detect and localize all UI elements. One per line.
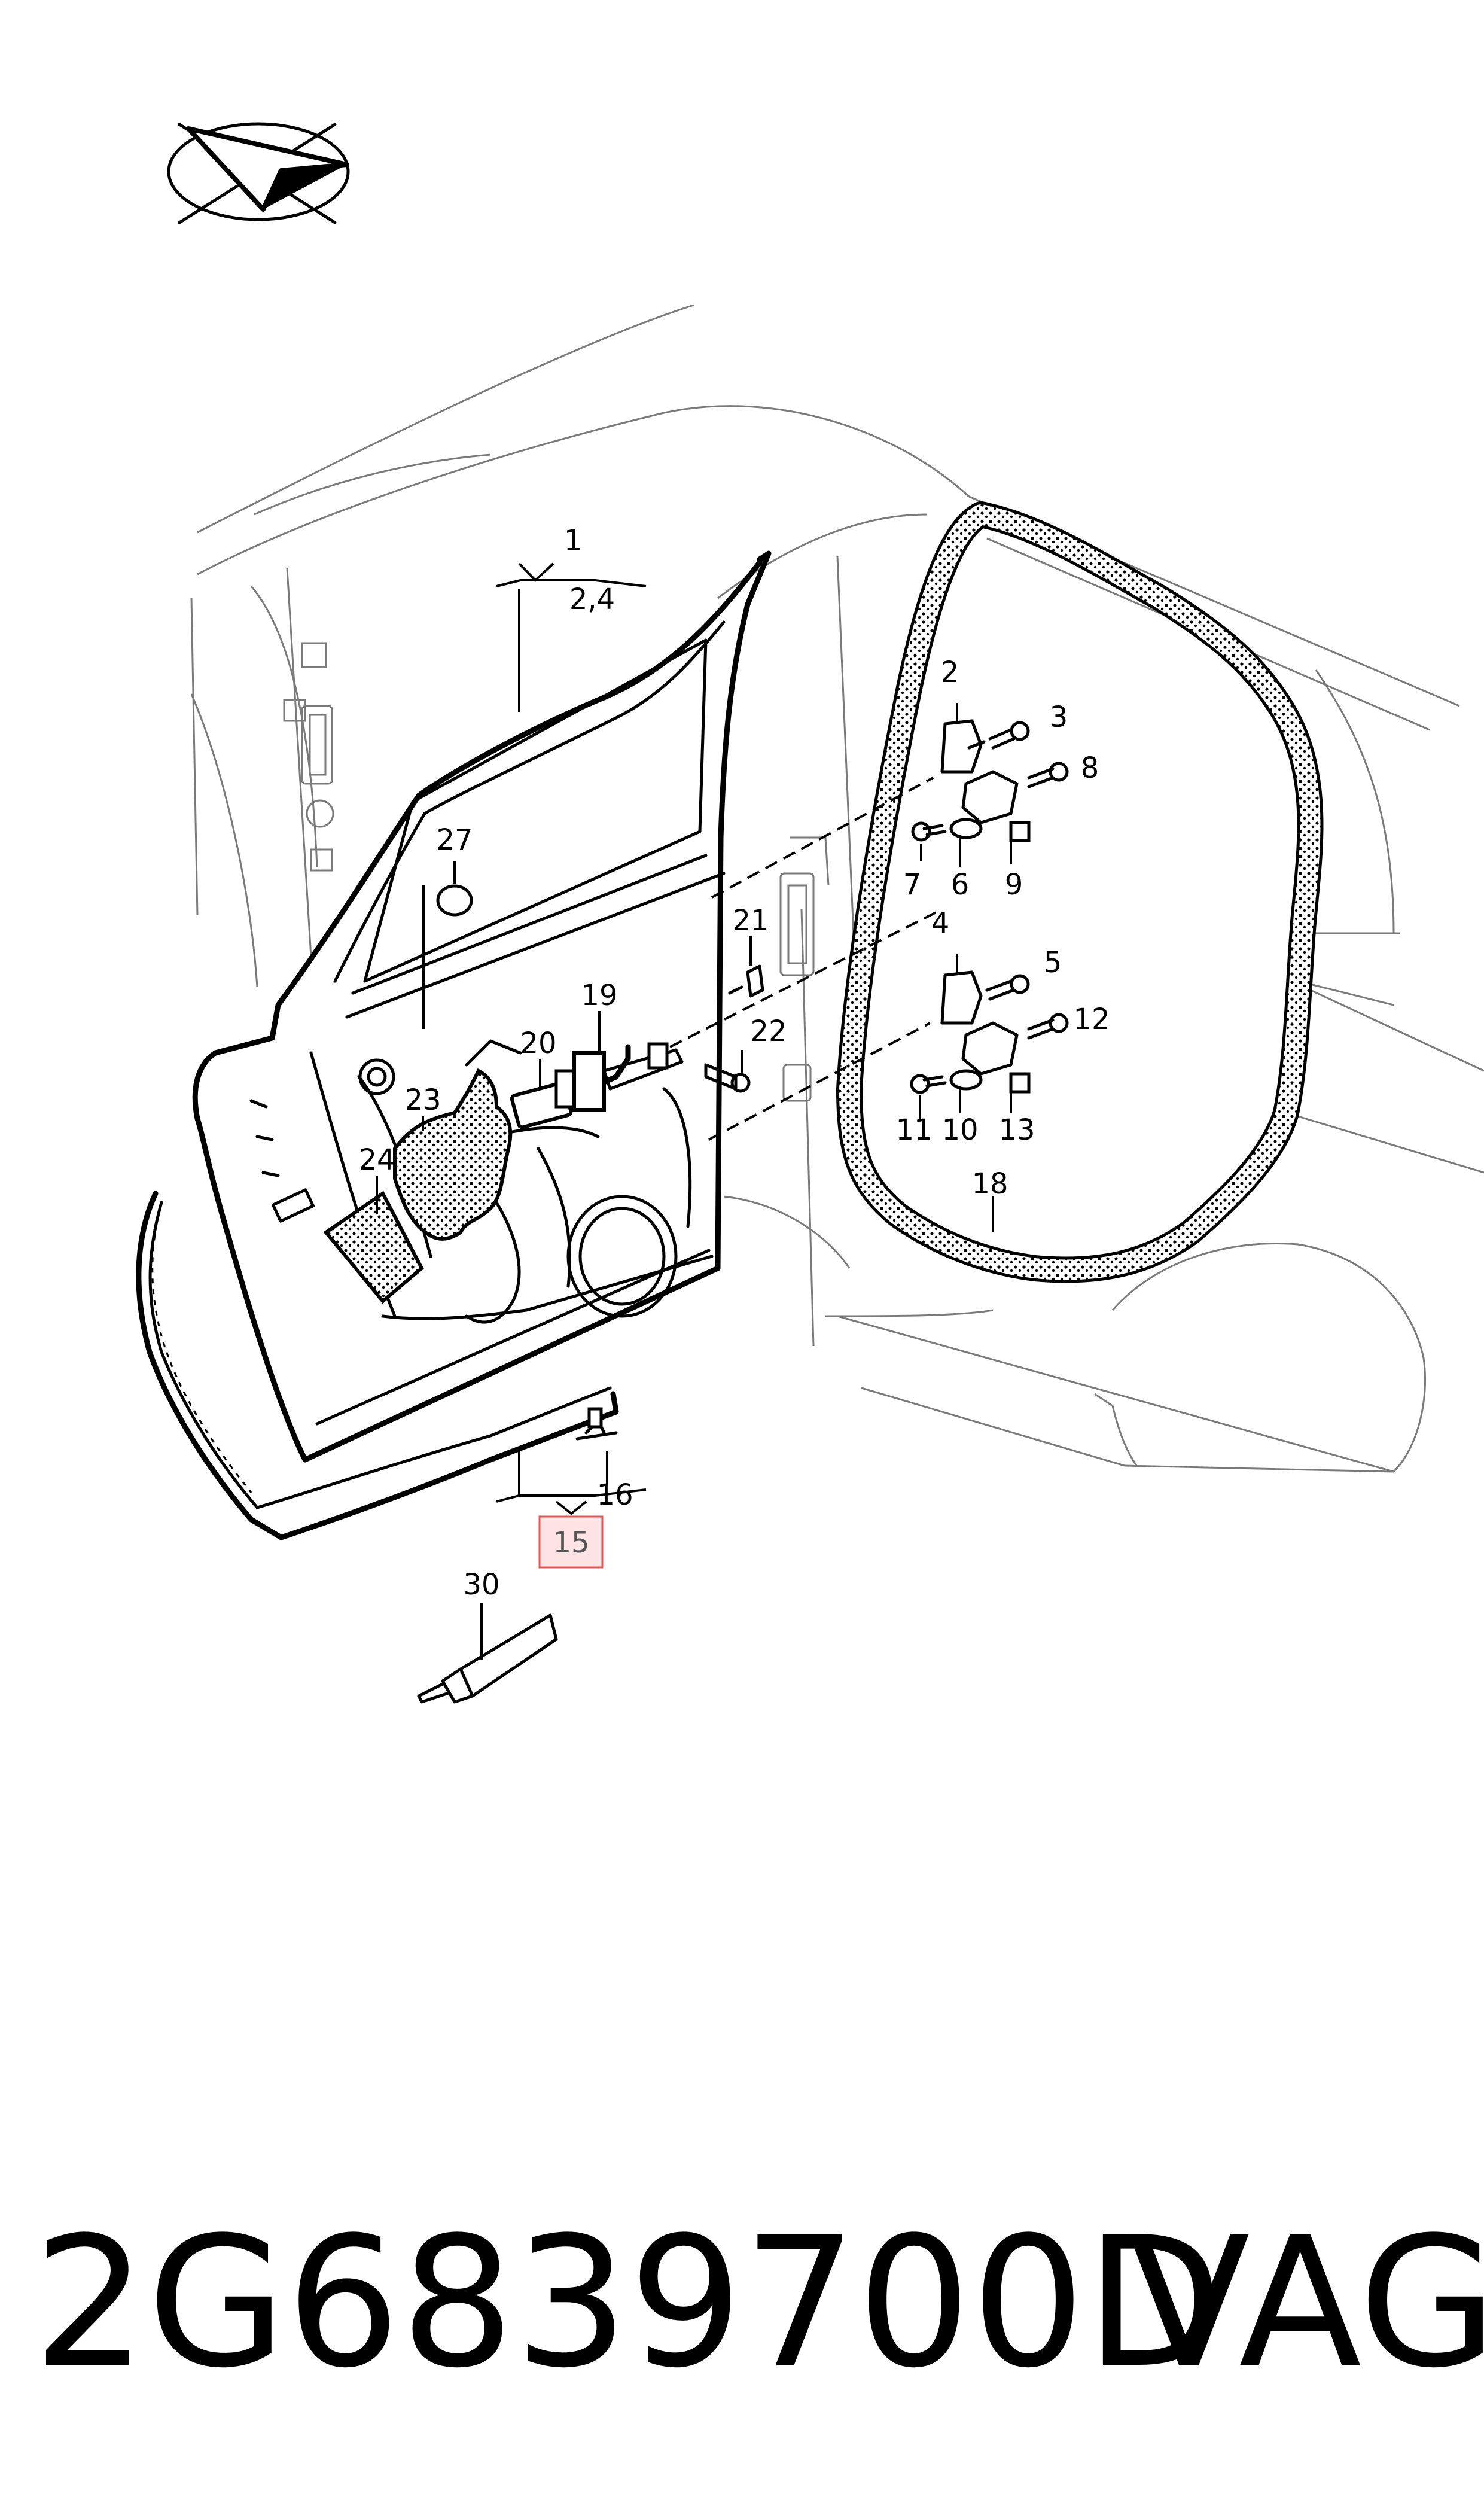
sealant-tube-30 xyxy=(417,1613,558,1704)
upper-door-hinge xyxy=(911,719,1069,842)
callout-24: 24 xyxy=(358,1143,395,1177)
callout-11: 11 xyxy=(895,1113,932,1147)
brand-label: VAG xyxy=(1128,2199,1484,2407)
callout-10: 10 xyxy=(941,1113,978,1147)
part-number-label: 2G6839700D xyxy=(33,2199,1224,2407)
callout-27: 27 xyxy=(436,823,473,857)
callout-21: 21 xyxy=(732,904,769,937)
plug-27 xyxy=(436,884,473,917)
callout-3: 3 xyxy=(1050,701,1068,734)
callout-20: 20 xyxy=(520,1027,556,1060)
callout-1: 1 xyxy=(564,524,583,558)
callout-6: 6 xyxy=(951,868,970,902)
callout-5: 5 xyxy=(1044,946,1062,979)
door-check-strap-19 xyxy=(572,1042,684,1112)
callout-12: 12 xyxy=(1073,1003,1110,1036)
callout-19: 19 xyxy=(581,979,617,1012)
bolt-21 xyxy=(728,964,764,998)
clip-16 xyxy=(575,1407,618,1441)
callout-22: 22 xyxy=(750,1015,787,1048)
callout-13: 13 xyxy=(998,1113,1035,1147)
door-seal-weatherstrip xyxy=(836,501,1324,1283)
orientation-compass-icon xyxy=(167,122,350,224)
callout-23: 23 xyxy=(404,1083,441,1117)
callout-labels: 1 2,4 2 3 4 5 6 7 8 9 10 11 12 13 16 18 … xyxy=(358,524,1110,1601)
callout-15-highlight[interactable]: 15 xyxy=(538,1515,604,1569)
callout-15: 15 xyxy=(553,1526,589,1560)
callout-16: 16 xyxy=(596,1478,633,1512)
leader-lines xyxy=(376,562,1012,1660)
door-lock-module-20 xyxy=(510,1069,576,1129)
callout-8: 8 xyxy=(1081,751,1099,785)
callout-18: 18 xyxy=(971,1167,1008,1201)
assembly-lines xyxy=(669,777,943,1141)
sound-damping-pad-23 xyxy=(393,1068,513,1241)
callout-4: 4 xyxy=(931,907,950,940)
rear-door-shell xyxy=(192,550,772,1463)
bolt-22 xyxy=(704,1063,751,1093)
door-bottom-seal-strip xyxy=(136,1191,619,1540)
callout-30: 30 xyxy=(463,1568,499,1601)
callout-7: 7 xyxy=(903,868,922,902)
lower-door-hinge xyxy=(910,970,1069,1094)
sound-damping-pad-24 xyxy=(323,1191,424,1304)
callout-9: 9 xyxy=(1005,868,1023,902)
vehicle-body-outline xyxy=(190,304,1484,1473)
callout-2: 2 xyxy=(941,656,959,689)
callout-2-4: 2,4 xyxy=(569,583,615,616)
